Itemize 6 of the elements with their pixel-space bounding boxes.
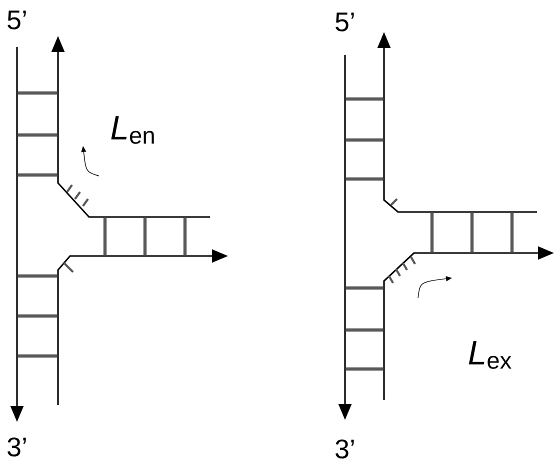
strand-end-label: 3’: [8, 437, 26, 457]
strand-end-label: 5’: [8, 10, 26, 30]
strand-end-label: 5’: [336, 12, 354, 32]
loop-label: L$_{en}$: [111, 116, 154, 144]
loop-label: L$_{ex}$: [468, 341, 512, 369]
strand-end-label: 3’: [336, 439, 354, 459]
